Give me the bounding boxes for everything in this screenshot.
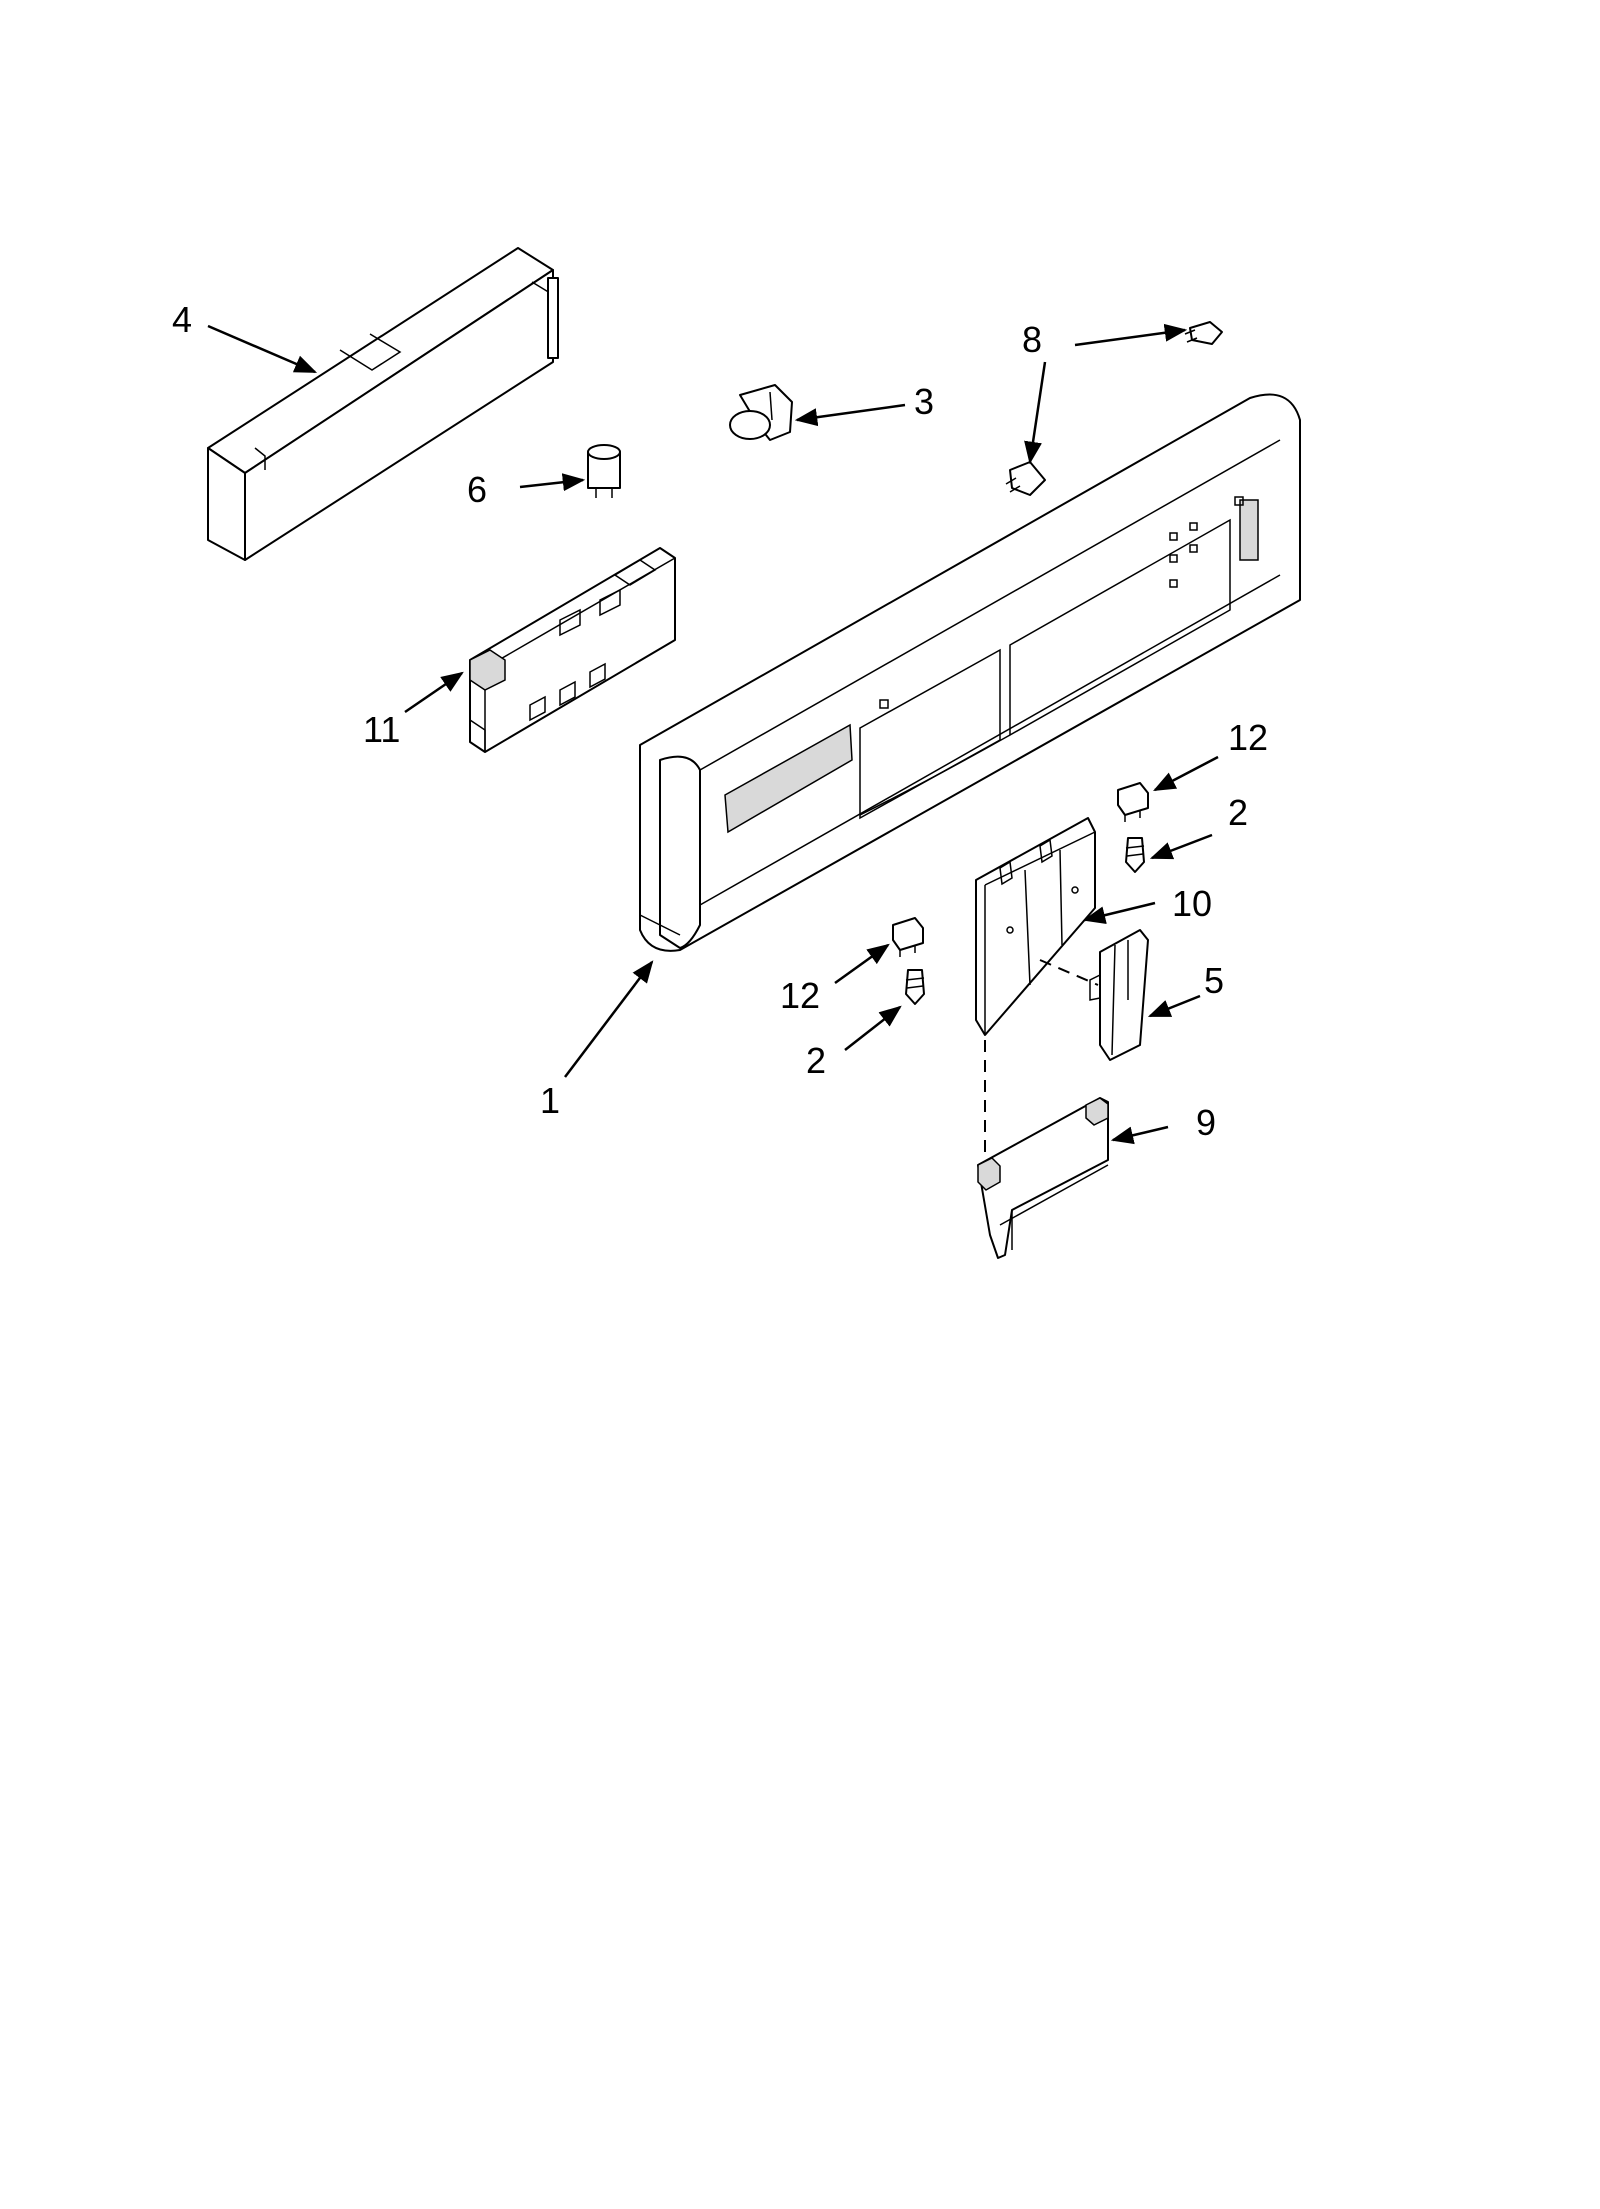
part-2-screw-upper xyxy=(1125,837,1145,873)
part-11-control-board xyxy=(469,547,676,753)
leader-8-lower xyxy=(1024,361,1047,465)
leader-2-lower xyxy=(844,1005,902,1051)
leader-12-lower xyxy=(834,943,890,985)
leader-10 xyxy=(1082,901,1156,924)
callout-6: 6 xyxy=(467,469,487,510)
callout-9: 9 xyxy=(1196,1102,1216,1143)
leader-5 xyxy=(1147,994,1201,1018)
callout-12-lower: 12 xyxy=(780,975,820,1016)
callout-12-upper: 12 xyxy=(1228,717,1268,758)
leader-11 xyxy=(404,671,464,714)
callout-1: 1 xyxy=(540,1080,560,1121)
leader-3 xyxy=(794,403,906,427)
part-8-screw-upper xyxy=(1184,321,1223,345)
part-4-cover xyxy=(207,247,559,561)
callout-10: 10 xyxy=(1172,883,1212,924)
part-1-control-panel xyxy=(639,393,1301,952)
callout-4: 4 xyxy=(172,299,192,340)
callout-5: 5 xyxy=(1204,960,1224,1001)
callout-2-lower: 2 xyxy=(806,1040,826,1081)
leader-8-upper xyxy=(1074,323,1188,347)
leader-12-upper xyxy=(1153,755,1219,792)
part-6-knob xyxy=(587,444,621,498)
callout-2-upper: 2 xyxy=(1228,792,1248,833)
callout-11: 11 xyxy=(363,709,400,750)
leader-6 xyxy=(519,473,586,492)
part-9-trim xyxy=(977,1097,1109,1259)
part-10-bracket xyxy=(975,817,1096,1036)
leader-9 xyxy=(1110,1125,1169,1145)
part-8-screw-lower xyxy=(1005,461,1046,496)
part-12-switch-upper xyxy=(1117,782,1149,822)
callout-8: 8 xyxy=(1022,319,1042,360)
part-5-clip xyxy=(1089,929,1149,1061)
leader-1 xyxy=(564,960,654,1078)
assembly-line-10-to-5 xyxy=(1039,959,1099,986)
callout-3: 3 xyxy=(914,381,934,422)
part-2-screw-lower xyxy=(905,969,925,1005)
leader-4 xyxy=(207,324,318,374)
part-12-switch-lower xyxy=(892,917,924,957)
part-3-clip xyxy=(729,384,793,441)
leader-2-upper xyxy=(1149,833,1213,860)
